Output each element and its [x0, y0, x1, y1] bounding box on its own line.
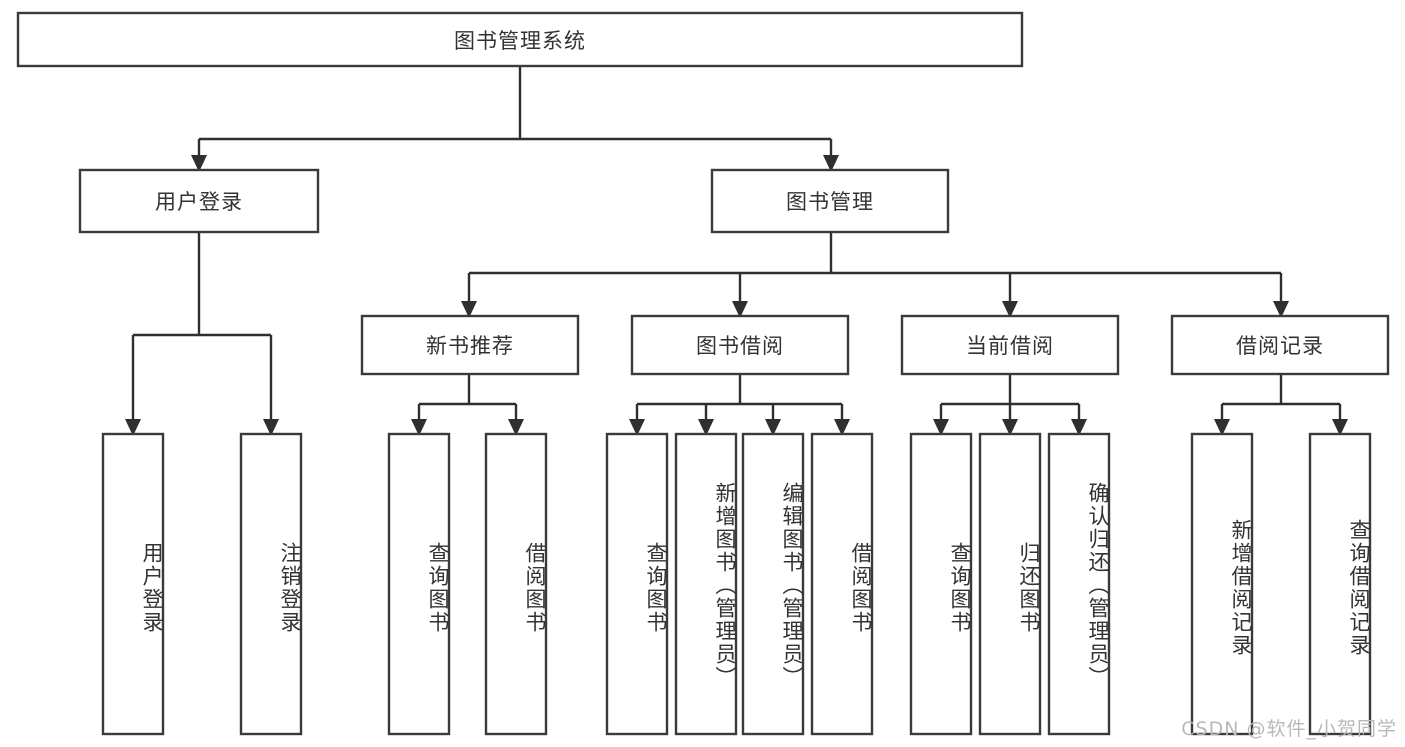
- node-borrow-record[interactable]: [1170, 314, 1390, 376]
- node-user-login[interactable]: [78, 168, 320, 234]
- leaf-current-borrow-2[interactable]: [1047, 432, 1111, 736]
- node-book-borrow[interactable]: [630, 314, 850, 376]
- leaf-borrow-record-1[interactable]: [1308, 432, 1372, 736]
- node-book-management[interactable]: [710, 168, 950, 234]
- leaf-current-borrow-1[interactable]: [978, 432, 1042, 736]
- connector-group-root: [191, 66, 839, 172]
- leaf-book-borrow-0[interactable]: [605, 432, 669, 736]
- connector-group-user-login: [125, 232, 279, 436]
- connector-group-book-management: [461, 232, 1289, 318]
- leaf-book-borrow-2[interactable]: [741, 432, 805, 736]
- connector-group-current-borrow: [933, 374, 1087, 436]
- leaf-user-login-0[interactable]: [101, 432, 165, 736]
- connector-group-new-book: [411, 374, 524, 436]
- node-current-borrow[interactable]: [900, 314, 1120, 376]
- leaf-new-book-0[interactable]: [387, 432, 451, 736]
- node-new-book-recommend[interactable]: [360, 314, 580, 376]
- leaf-user-login-1[interactable]: [239, 432, 303, 736]
- connector-group-book-borrow: [629, 374, 850, 436]
- leaf-book-borrow-3[interactable]: [810, 432, 874, 736]
- leaf-book-borrow-1[interactable]: [674, 432, 738, 736]
- node-root[interactable]: [16, 11, 1024, 68]
- leaf-borrow-record-0[interactable]: [1190, 432, 1254, 736]
- leaf-current-borrow-0[interactable]: [909, 432, 973, 736]
- connector-group-borrow-record: [1214, 374, 1348, 436]
- leaf-new-book-1[interactable]: [484, 432, 548, 736]
